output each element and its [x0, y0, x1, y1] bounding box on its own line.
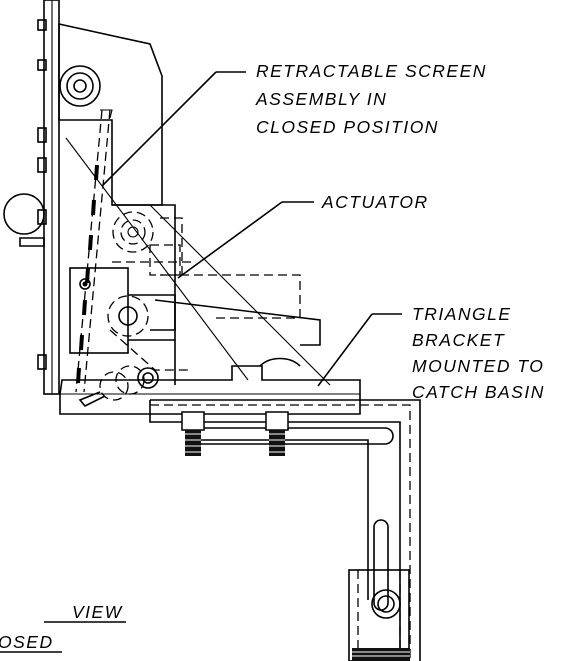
actuator-block	[112, 204, 301, 331]
callout-bracket-line1: TRIANGLE	[412, 304, 512, 324]
diagonal-reference-line	[65, 137, 249, 381]
view-title-line2: OSED	[0, 632, 54, 652]
mounting-bolt-right	[265, 411, 289, 456]
diagonal-reference-line-2	[149, 204, 331, 386]
leader-bracket	[317, 313, 402, 387]
callout-bracket-line2: BRACKET	[412, 330, 505, 350]
retractable-screen	[75, 109, 113, 393]
back-plate	[37, 0, 60, 395]
leader-actuator	[177, 201, 314, 279]
base-linkage	[78, 365, 159, 407]
float-ball	[3, 193, 45, 247]
callout-screen-line1: RETRACTABLE SCREEN	[256, 61, 487, 81]
callout-bracket-line3: MOUNTED TO	[412, 356, 544, 376]
callout-screen-line2: ASSEMBLY IN	[255, 89, 387, 109]
view-title-line1: VIEW	[72, 602, 123, 622]
callout-bracket-line4: CATCH BASIN	[412, 382, 545, 402]
callout-actuator: ACTUATOR	[321, 192, 429, 212]
base-plate	[59, 357, 361, 415]
mounting-bolt-left	[181, 411, 205, 456]
leader-screen	[101, 71, 246, 187]
lower-pivot-housing	[69, 267, 321, 385]
lower-leg	[348, 569, 410, 661]
callout-screen-line3: CLOSED POSITION	[256, 117, 439, 137]
triangle-bracket	[149, 399, 421, 661]
